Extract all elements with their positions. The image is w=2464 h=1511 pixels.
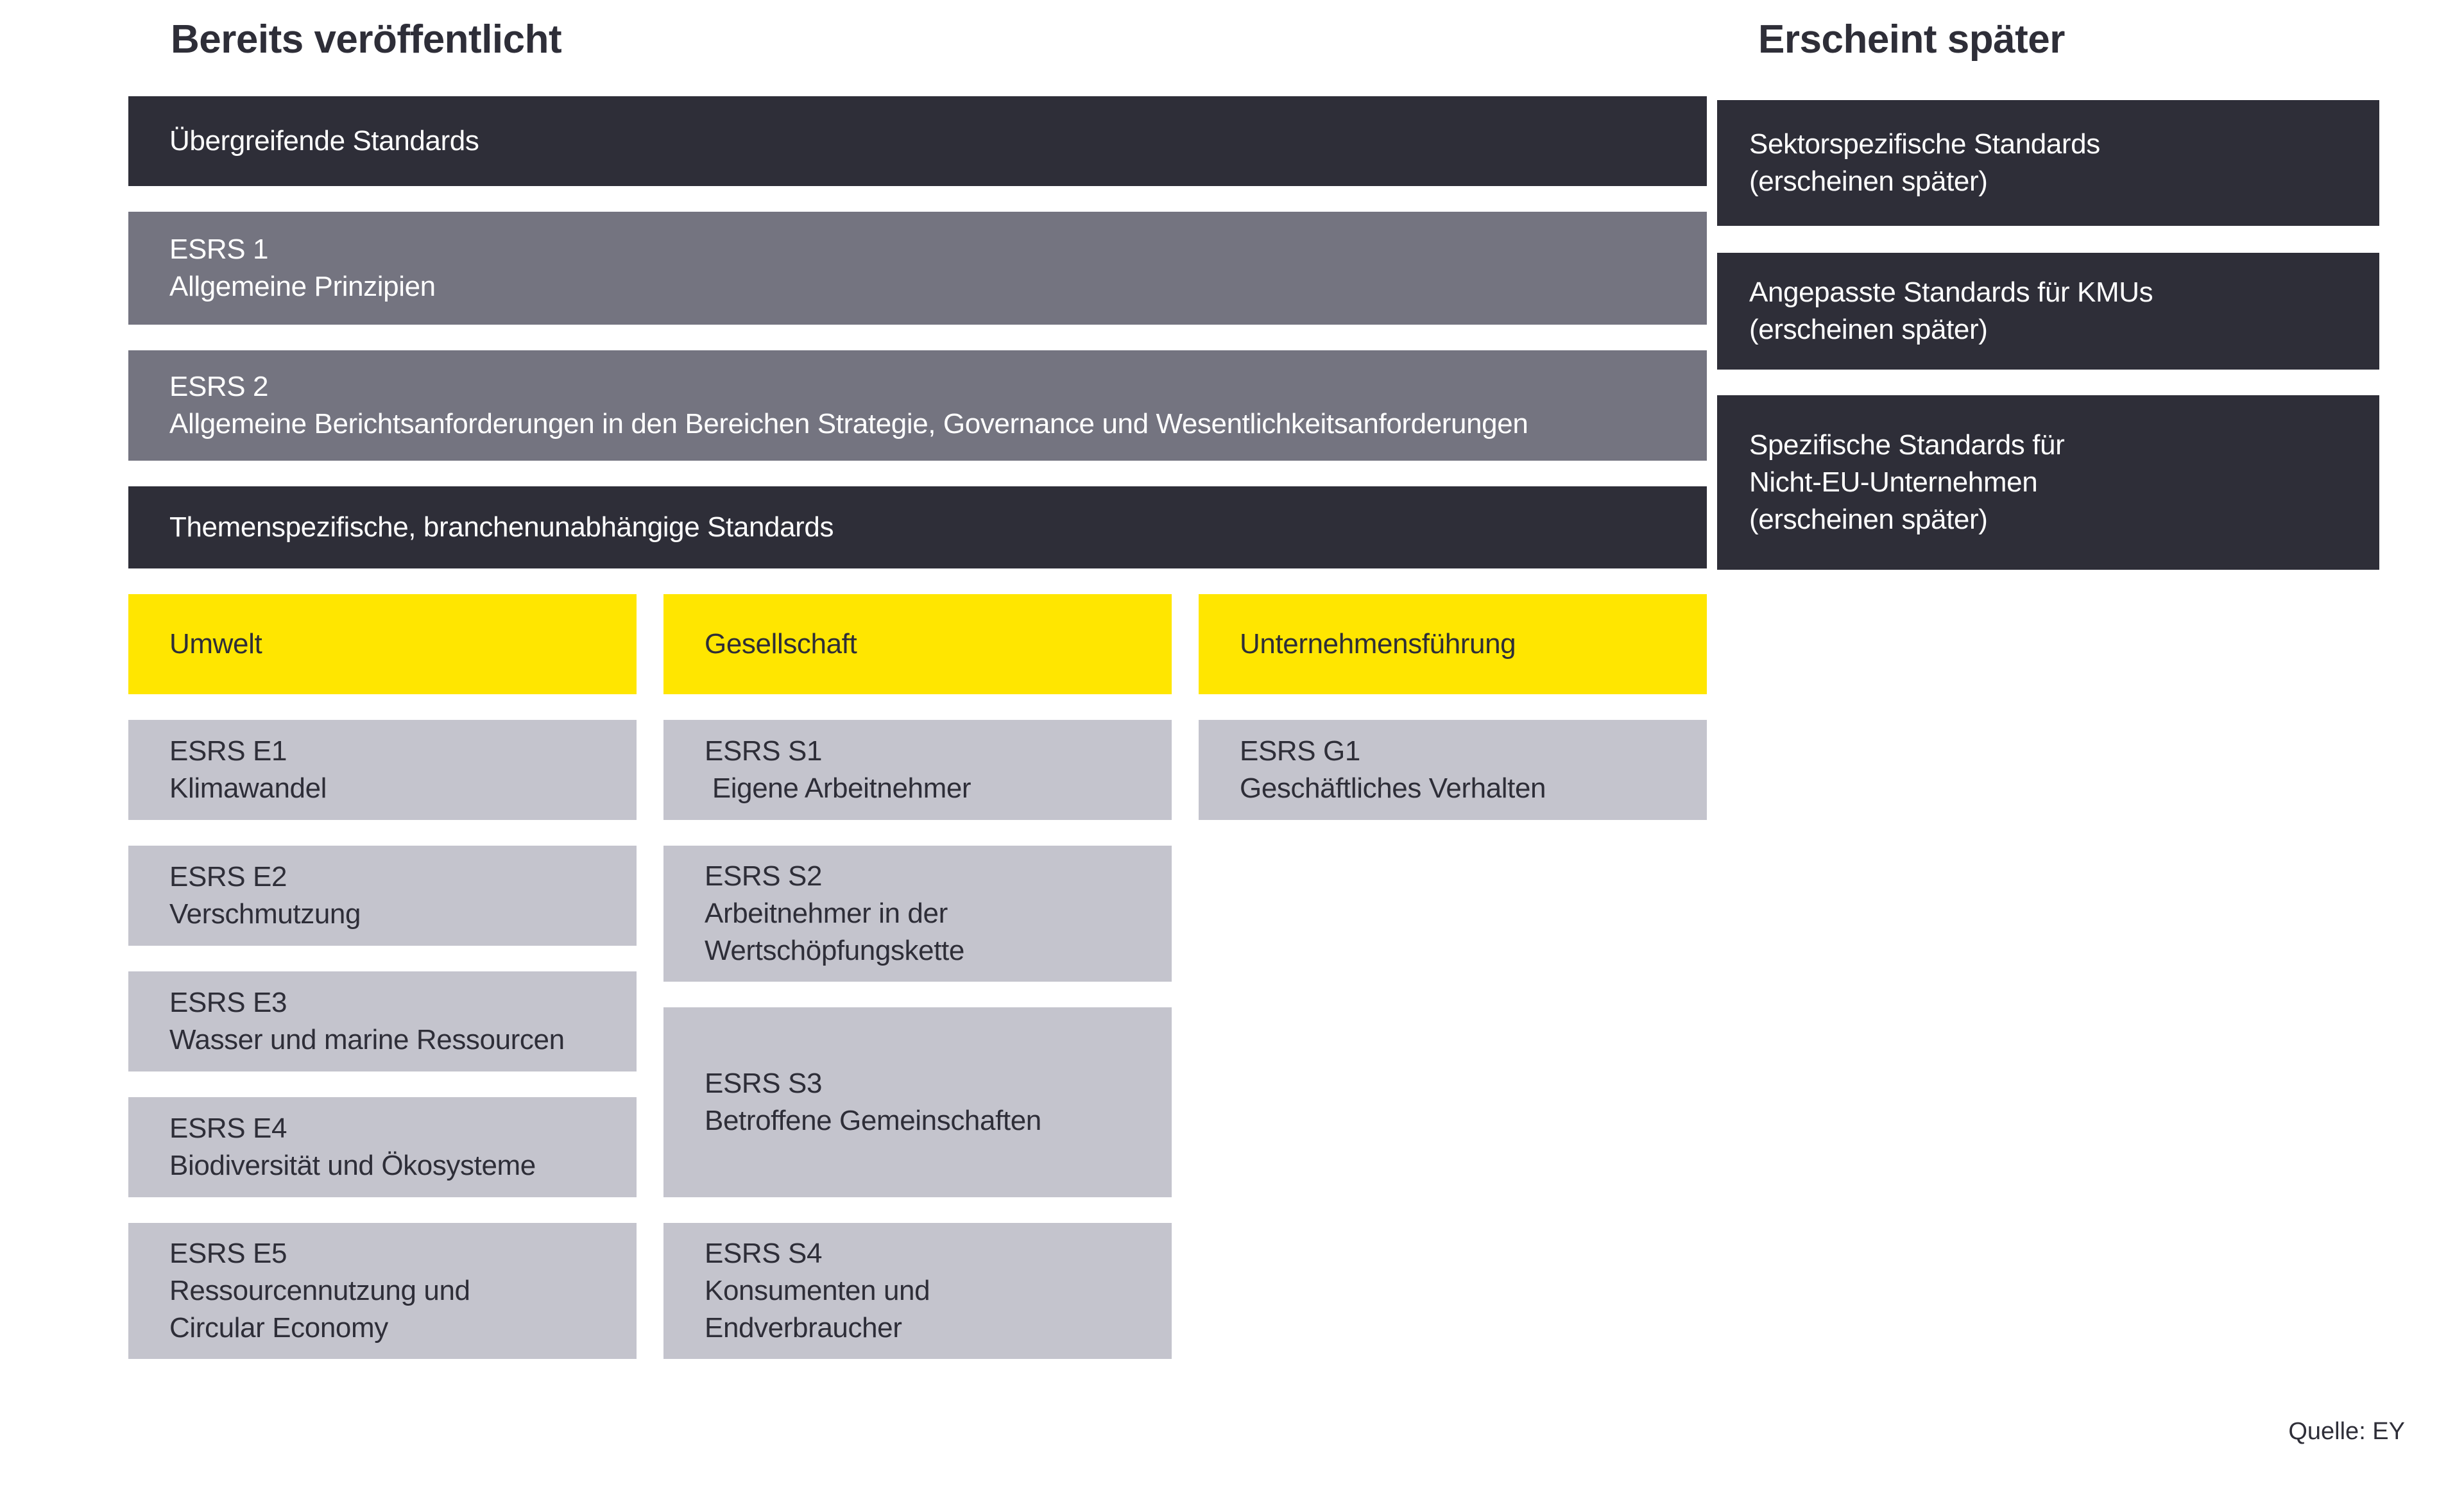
box-esrs-e1: ESRS E1 Klimawandel (128, 720, 637, 820)
box-esrs-s3-label: ESRS S3 Betroffene Gemeinschaften (705, 1068, 1041, 1136)
box-esrs-s1: ESRS S1 Eigene Arbeitnehmer (663, 720, 1172, 820)
section-title-upcoming: Erscheint später (1758, 17, 2065, 62)
bar-esrs-2: ESRS 2 Allgemeine Berichtsanforderungen … (128, 350, 1707, 461)
box-esrs-s2-label: ESRS S2 Arbeitnehmer in der Wertschöpfun… (705, 860, 964, 966)
category-header-gesellschaft-label: Gesellschaft (705, 628, 857, 660)
box-non-eu-standards: Spezifische Standards für Nicht-EU-Unter… (1717, 395, 2379, 570)
box-sector-specific-standards: Sektorspezifische Standards (erscheinen … (1717, 100, 2379, 226)
box-esrs-s3: ESRS S3 Betroffene Gemeinschaften (663, 1007, 1172, 1197)
category-header-gesellschaft: Gesellschaft (663, 594, 1172, 694)
box-sme-standards-label: Angepasste Standards für KMUs (erscheine… (1749, 277, 2153, 345)
bar-overarching-standards: Übergreifende Standards (128, 96, 1707, 186)
bar-esrs-1: ESRS 1 Allgemeine Prinzipien (128, 212, 1707, 325)
box-esrs-e4: ESRS E4 Biodiversität und Ökosysteme (128, 1097, 637, 1197)
category-header-unternehmensfuehrung-label: Unternehmensführung (1240, 628, 1516, 660)
section-title-published: Bereits veröffentlicht (171, 17, 562, 62)
box-esrs-e1-label: ESRS E1 Klimawandel (169, 735, 327, 804)
box-esrs-g1: ESRS G1 Geschäftliches Verhalten (1199, 720, 1707, 820)
category-header-unternehmensfuehrung: Unternehmensführung (1199, 594, 1707, 694)
bar-topic-specific-standards: Themenspezifische, branchenunabhängige S… (128, 486, 1707, 568)
category-header-umwelt: Umwelt (128, 594, 637, 694)
box-esrs-e4-label: ESRS E4 Biodiversität und Ökosysteme (169, 1113, 536, 1181)
bar-overarching-standards-label: Übergreifende Standards (169, 125, 479, 157)
box-esrs-e3: ESRS E3 Wasser und marine Ressourcen (128, 971, 637, 1071)
box-esrs-e3-label: ESRS E3 Wasser und marine Ressourcen (169, 987, 565, 1055)
box-esrs-s4: ESRS S4 Konsumenten und Endverbraucher (663, 1223, 1172, 1359)
bar-esrs-2-label: ESRS 2 Allgemeine Berichtsanforderungen … (169, 371, 1528, 440)
box-esrs-e5: ESRS E5 Ressourcennutzung und Circular E… (128, 1223, 637, 1359)
box-sector-specific-standards-label: Sektorspezifische Standards (erscheinen … (1749, 128, 2100, 197)
box-esrs-g1-label: ESRS G1 Geschäftliches Verhalten (1240, 735, 1546, 804)
source-note: Quelle: EY (2288, 1418, 2405, 1445)
box-esrs-s4-label: ESRS S4 Konsumenten und Endverbraucher (705, 1238, 930, 1344)
bar-esrs-1-label: ESRS 1 Allgemeine Prinzipien (169, 234, 436, 302)
box-esrs-e2-label: ESRS E2 Verschmutzung (169, 861, 361, 930)
box-esrs-s2: ESRS S2 Arbeitnehmer in der Wertschöpfun… (663, 846, 1172, 982)
box-esrs-e5-label: ESRS E5 Ressourcennutzung und Circular E… (169, 1238, 470, 1344)
category-header-umwelt-label: Umwelt (169, 628, 262, 660)
box-esrs-e2: ESRS E2 Verschmutzung (128, 846, 637, 946)
box-non-eu-standards-label: Spezifische Standards für Nicht-EU-Unter… (1749, 429, 2065, 535)
box-sme-standards: Angepasste Standards für KMUs (erscheine… (1717, 253, 2379, 370)
bar-topic-specific-standards-label: Themenspezifische, branchenunabhängige S… (169, 511, 834, 543)
box-esrs-s1-label: ESRS S1 Eigene Arbeitnehmer (705, 735, 971, 804)
